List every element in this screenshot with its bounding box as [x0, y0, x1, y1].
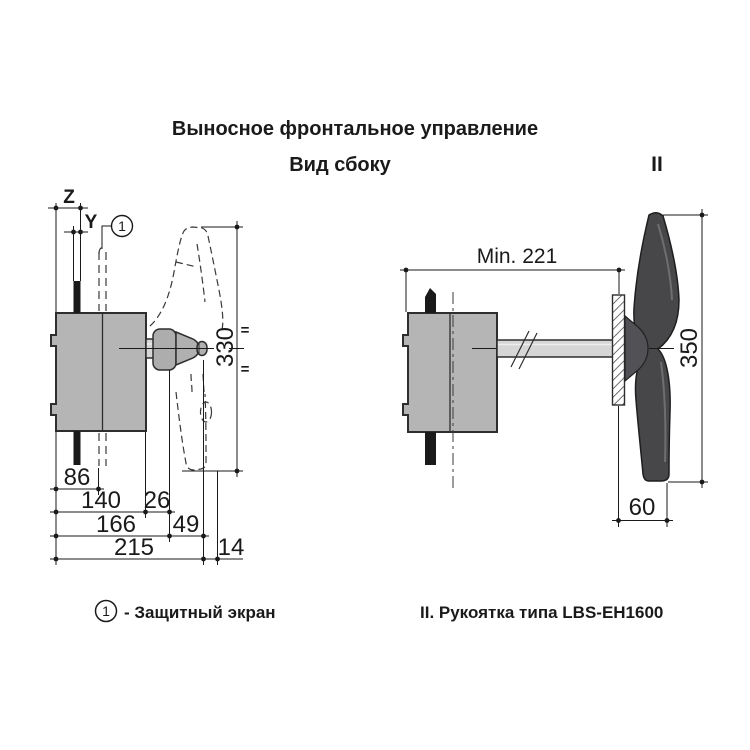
side-view-label: Вид сбоку [289, 154, 391, 176]
mounting-panel-hatched [611, 294, 626, 406]
break-mark-2 [518, 332, 538, 370]
dim-60-group: 60 [612, 406, 673, 527]
equal-mark-bottom: = [241, 361, 250, 378]
top-rod-right [425, 288, 436, 313]
handle-highlight-upper [657, 223, 673, 301]
dim-330-group: 330 = = [182, 221, 250, 477]
break-mark-1 [510, 330, 530, 368]
handle-hub [624, 314, 649, 383]
legend-handle-note: II. Рукоятка типа LBS-EH1600 [420, 603, 663, 622]
dim-y-label: Y [85, 212, 98, 233]
dim-z-label: Z [63, 187, 75, 208]
legend-callout-1-digit: 1 [102, 603, 110, 619]
side-view-drawing: Z Y 1 [48, 187, 250, 565]
top-rod [73, 281, 81, 313]
dim-86-label: 86 [64, 464, 91, 491]
dim-26-label: 26 [144, 487, 171, 514]
dim-350-group: 350 [663, 209, 708, 488]
callout-1-marker: 1 [101, 214, 134, 249]
page-title: Выносное фронтальное управление [172, 118, 538, 140]
equal-mark-top: = [241, 322, 250, 339]
handle-view-drawing: Min. 221 [400, 209, 708, 527]
dim-min221-group: Min. 221 [400, 245, 625, 312]
dim-z-y-group: Z Y [48, 187, 98, 313]
dim-140-label: 140 [81, 487, 121, 514]
dim-60-label: 60 [629, 494, 656, 521]
bottom-rod [73, 431, 81, 465]
callout-1-digit: 1 [118, 218, 126, 234]
handle-view-label: II [651, 153, 663, 176]
dim-166-label: 166 [96, 511, 136, 538]
handle-upper-position-dashed [149, 226, 224, 331]
dim-350-label: 350 [676, 328, 703, 368]
bottom-dimensions-group: 86 140 26 166 49 215 14 [50, 360, 244, 565]
handle-highlight-lower [660, 361, 667, 463]
legend: 1 - Защитный экран II. Рукоятка типа LBS… [94, 599, 663, 623]
legend-screen-note: - Защитный экран [124, 603, 276, 622]
bottom-rod-right [425, 432, 436, 465]
dim-14-label: 14 [218, 534, 245, 561]
dim-215-label: 215 [114, 534, 154, 561]
switch-body-side [50, 312, 147, 432]
dim-49-label: 49 [173, 511, 200, 538]
dim-min221-label: Min. 221 [477, 245, 558, 268]
protective-screen-dashed [98, 247, 107, 466]
dim-330-label: 330 [212, 327, 239, 367]
legend-callout-1-icon [94, 599, 118, 623]
